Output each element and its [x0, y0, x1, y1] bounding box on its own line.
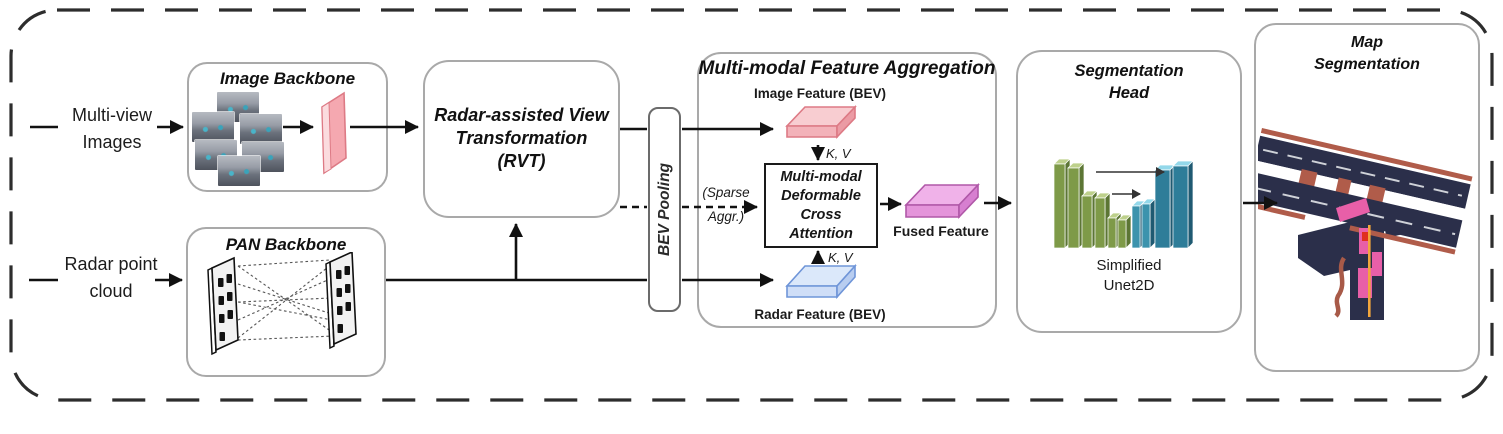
rvt-title: Radar-assisted View Transformation (RVT): [423, 104, 620, 173]
rvt-line1: Radar-assisted View: [434, 105, 609, 125]
seg-head-title-line2: Head: [1108, 84, 1150, 102]
rvt-line3: (RVT): [497, 151, 546, 171]
pan-backbone-title: PAN Backbone: [225, 235, 347, 254]
input-radar-point-cloud: Radar point cloud: [52, 251, 170, 305]
fused-feature-label: Fused Feature: [893, 223, 989, 239]
unet-caption-line2: Unet2D: [1103, 277, 1155, 294]
mdca-line4: Attention: [789, 225, 853, 242]
map-seg-title-line1: Map: [1351, 34, 1383, 51]
input-multi-view-line2: Images: [82, 132, 142, 152]
mdca-line2: Deformable: [781, 187, 861, 204]
fused-feature-slab-icon: [904, 182, 980, 220]
unet-caption: Simplified Unet2D: [1016, 256, 1242, 296]
seg-head-title-line1: Segmentation: [1074, 62, 1184, 80]
kv-bottom-label: K, V: [828, 250, 853, 265]
camera-image-icon: [240, 114, 282, 144]
map-segmentation-image: [1258, 128, 1473, 320]
input-multi-view-images: Multi-view Images: [54, 102, 170, 156]
unet-icon: [1053, 158, 1194, 249]
radar-feature-bev-label: Radar Feature (BEV): [754, 307, 886, 322]
mmfa-title: Multi-modal Feature Aggregation: [698, 58, 996, 79]
image-feature-slab-icon: [785, 104, 857, 140]
image-feature-map-icon: [321, 91, 347, 175]
image-feature-bev-label: Image Feature (BEV): [753, 86, 887, 101]
bev-pooling-label: BEV Pooling: [655, 163, 673, 256]
image-backbone-title: Image Backbone: [219, 69, 356, 88]
mdca-line3: Cross: [800, 206, 842, 223]
sparse-aggr-line1: (Sparse: [702, 185, 750, 200]
mdca-box: Multi-modal Deformable Cross Attention: [764, 163, 878, 248]
mdca-line1: Multi-modal: [780, 168, 862, 185]
camera-image-icon: [192, 112, 234, 142]
input-multi-view-line1: Multi-view: [71, 105, 152, 125]
sparse-aggr-line2: Aggr.): [707, 209, 745, 224]
kv-top-label: K, V: [826, 146, 851, 161]
rvt-line2: Transformation: [455, 128, 588, 148]
segmentation-head-title: Segmentation Head: [1016, 60, 1242, 104]
input-radar-line1: Radar point: [64, 254, 158, 274]
map-segmentation-title: Map Segmentation: [1254, 32, 1480, 76]
input-radar-line2: cloud: [89, 281, 133, 301]
bev-pooling-pill: BEV Pooling: [648, 107, 681, 312]
radar-feature-slab-icon: [785, 263, 857, 300]
camera-image-icon: [218, 156, 260, 186]
map-seg-title-line2: Segmentation: [1314, 56, 1420, 73]
unet-caption-line1: Simplified: [1096, 257, 1162, 274]
pan-network-icon: [207, 252, 357, 356]
